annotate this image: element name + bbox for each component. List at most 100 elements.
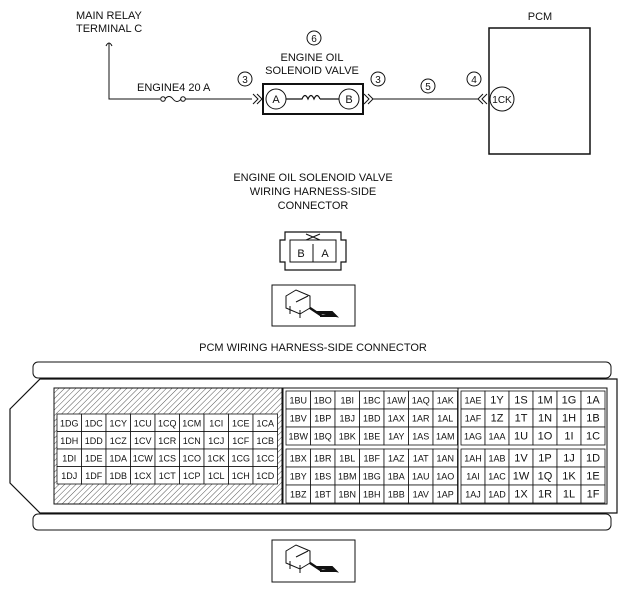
pcm-pin-label: 1DJ xyxy=(61,471,77,481)
pcm-pin-label: 1G xyxy=(562,395,577,407)
callout-3-right-text: 3 xyxy=(375,75,381,86)
callout-5 xyxy=(420,78,436,94)
pcm-pin-label: 1AX xyxy=(388,414,405,424)
valve-connector-pin-a: A xyxy=(321,248,329,260)
pcm-pin-label: 1N xyxy=(538,413,552,425)
pcm-pin-label: 1CQ xyxy=(158,418,177,428)
pcm-pin-label: 1BN xyxy=(338,490,356,500)
pcm-pin-label: 1T xyxy=(515,413,528,425)
schematic: MAIN RELAY TERMINAL C ENGINE4 20 A 3 ENG… xyxy=(76,10,591,155)
pcm-label: PCM xyxy=(528,11,552,23)
pcm-pin-label: 1AK xyxy=(437,396,454,406)
pcm-pin-label: 1CE xyxy=(232,418,250,428)
pcm-pin-label: 1CZ xyxy=(110,436,128,446)
pcm-pin-label: 1CY xyxy=(109,418,127,428)
valve-title-line1: ENGINE OIL xyxy=(281,52,344,64)
pcm-pin-label: 1AQ xyxy=(412,396,430,406)
valve-title-line2: SOLENOID VALVE xyxy=(265,65,359,77)
pcm-pin-label: 1BU xyxy=(289,396,307,406)
pcm-pin-label: 1CI xyxy=(209,418,223,428)
pcm-pin-label: 1BS xyxy=(314,472,331,482)
pcm-pin-label: 1O xyxy=(538,431,553,443)
pcm-pin-label: 1B xyxy=(586,413,599,425)
pcm-pin-label: 1DF xyxy=(85,471,103,481)
pcm-pin-label: 1AH xyxy=(464,454,482,464)
pcm-pin-label: 1CJ xyxy=(208,436,224,446)
pcm-pin-label: 1CT xyxy=(159,471,177,481)
valve-connector-latch xyxy=(305,233,321,241)
callout-6-text: 6 xyxy=(311,34,317,45)
pcm-pin-label: 1CM xyxy=(182,418,201,428)
pcm-pin-cell xyxy=(432,484,458,504)
pcm-pin-label: 1CH xyxy=(232,471,250,481)
pcm-pin-label: 1AY xyxy=(388,432,404,442)
pcm-pin-label: 1R xyxy=(538,489,552,501)
pcm-pin-cell xyxy=(252,466,278,485)
pcm-pin-label: 1CL xyxy=(208,471,225,481)
callout-4 xyxy=(466,71,482,87)
callout-3-left xyxy=(237,71,253,87)
pcm-pin-label: 1E xyxy=(586,471,599,483)
valve-connector-title-line2: WIRING HARNESS-SIDE xyxy=(250,186,377,198)
pcm-pin-label: 1BD xyxy=(363,414,381,424)
pcm-terminal-1ck xyxy=(489,86,515,112)
pcm-pin-label: 1BX xyxy=(290,454,307,464)
valve-connector-pin-b: B xyxy=(297,248,304,260)
pcm-pin-label: 1AL xyxy=(437,414,453,424)
pcm-pin-label: 1AU xyxy=(412,472,430,482)
pcm-pin-label: 1BQ xyxy=(314,432,332,442)
pcm-pin-label: 1AI xyxy=(466,472,480,482)
pcm-pin-label: 1CX xyxy=(134,471,152,481)
pcm-pin-label: 1CC xyxy=(256,453,275,463)
connector-chevron-right xyxy=(363,93,374,105)
callout-6 xyxy=(306,30,322,46)
fuse-label: ENGINE4 20 A xyxy=(137,82,211,94)
pcm-pin-label: 1BA xyxy=(388,472,405,482)
main-relay-label-line2: TERMINAL C xyxy=(76,23,142,35)
pcm-pin-label: 1C xyxy=(586,431,600,443)
callout-5-text: 5 xyxy=(425,82,431,93)
pcm-pin-label: 1BC xyxy=(363,396,381,406)
fuse-symbol xyxy=(160,96,186,102)
pcm-pin-label: 1BM xyxy=(338,472,357,482)
pcm-pin-label: 1CV xyxy=(134,436,152,446)
pcm-pin-label: 1BT xyxy=(314,490,331,500)
pcm-pin-label: 1AO xyxy=(436,472,454,482)
pcm-pin-label: 1CB xyxy=(256,436,274,446)
pcm-pin-cell xyxy=(580,426,606,446)
pcm-pin-label: 1BI xyxy=(340,396,354,406)
pcm-pin-label: 1Y xyxy=(490,395,504,407)
pcm-pin-label: 1DI xyxy=(62,453,76,463)
pcm-pin-label: 1AT xyxy=(413,454,429,464)
pcm-pin-label: 1CW xyxy=(133,453,154,463)
pcm-pin-label: 1W xyxy=(513,471,530,483)
pcm-pin-label: 1DC xyxy=(85,418,104,428)
valve-terminal-a-text: A xyxy=(272,94,280,106)
pcm-pin-label: 1BV xyxy=(290,414,307,424)
pcm-pin-label: 1Q xyxy=(538,471,553,483)
pcm-pin-label: 1AW xyxy=(387,396,407,406)
pcm-pin-label: 1AS xyxy=(412,432,429,442)
pcm-pin-label: 1BR xyxy=(314,454,332,464)
pcm-pin-label: 1AP xyxy=(437,490,454,500)
probe-insertion-icon-2 xyxy=(271,539,356,583)
pcm-pin-label: 1BZ xyxy=(290,490,307,500)
pcm-pin-label: 1DE xyxy=(85,453,103,463)
pcm-pin-label: 1BF xyxy=(363,454,380,464)
pcm-pin-label: 1BG xyxy=(363,472,381,482)
pcm-pin-label: 1A xyxy=(586,395,600,407)
pcm-pin-label: 1X xyxy=(514,489,528,501)
pcm-pin-label: 1CK xyxy=(207,453,225,463)
pcm-pin-label: 1DG xyxy=(60,418,79,428)
valve-connector-section: ENGINE OIL SOLENOID VALVE WIRING HARNESS… xyxy=(233,172,393,327)
pcm-pin-cell xyxy=(580,484,606,504)
pcm-pin-label: 1DH xyxy=(60,436,78,446)
pcm-pin-label: 1V xyxy=(514,453,528,465)
main-relay-label-line1: MAIN RELAY xyxy=(76,10,142,22)
pcm-pin-label: 1L xyxy=(563,489,575,501)
pcm-pin-label: 1CS xyxy=(158,453,176,463)
pcm-pin-label: 1CF xyxy=(232,436,250,446)
solenoid-coil xyxy=(286,94,339,101)
pcm-pin-label: 1CG xyxy=(231,453,250,463)
